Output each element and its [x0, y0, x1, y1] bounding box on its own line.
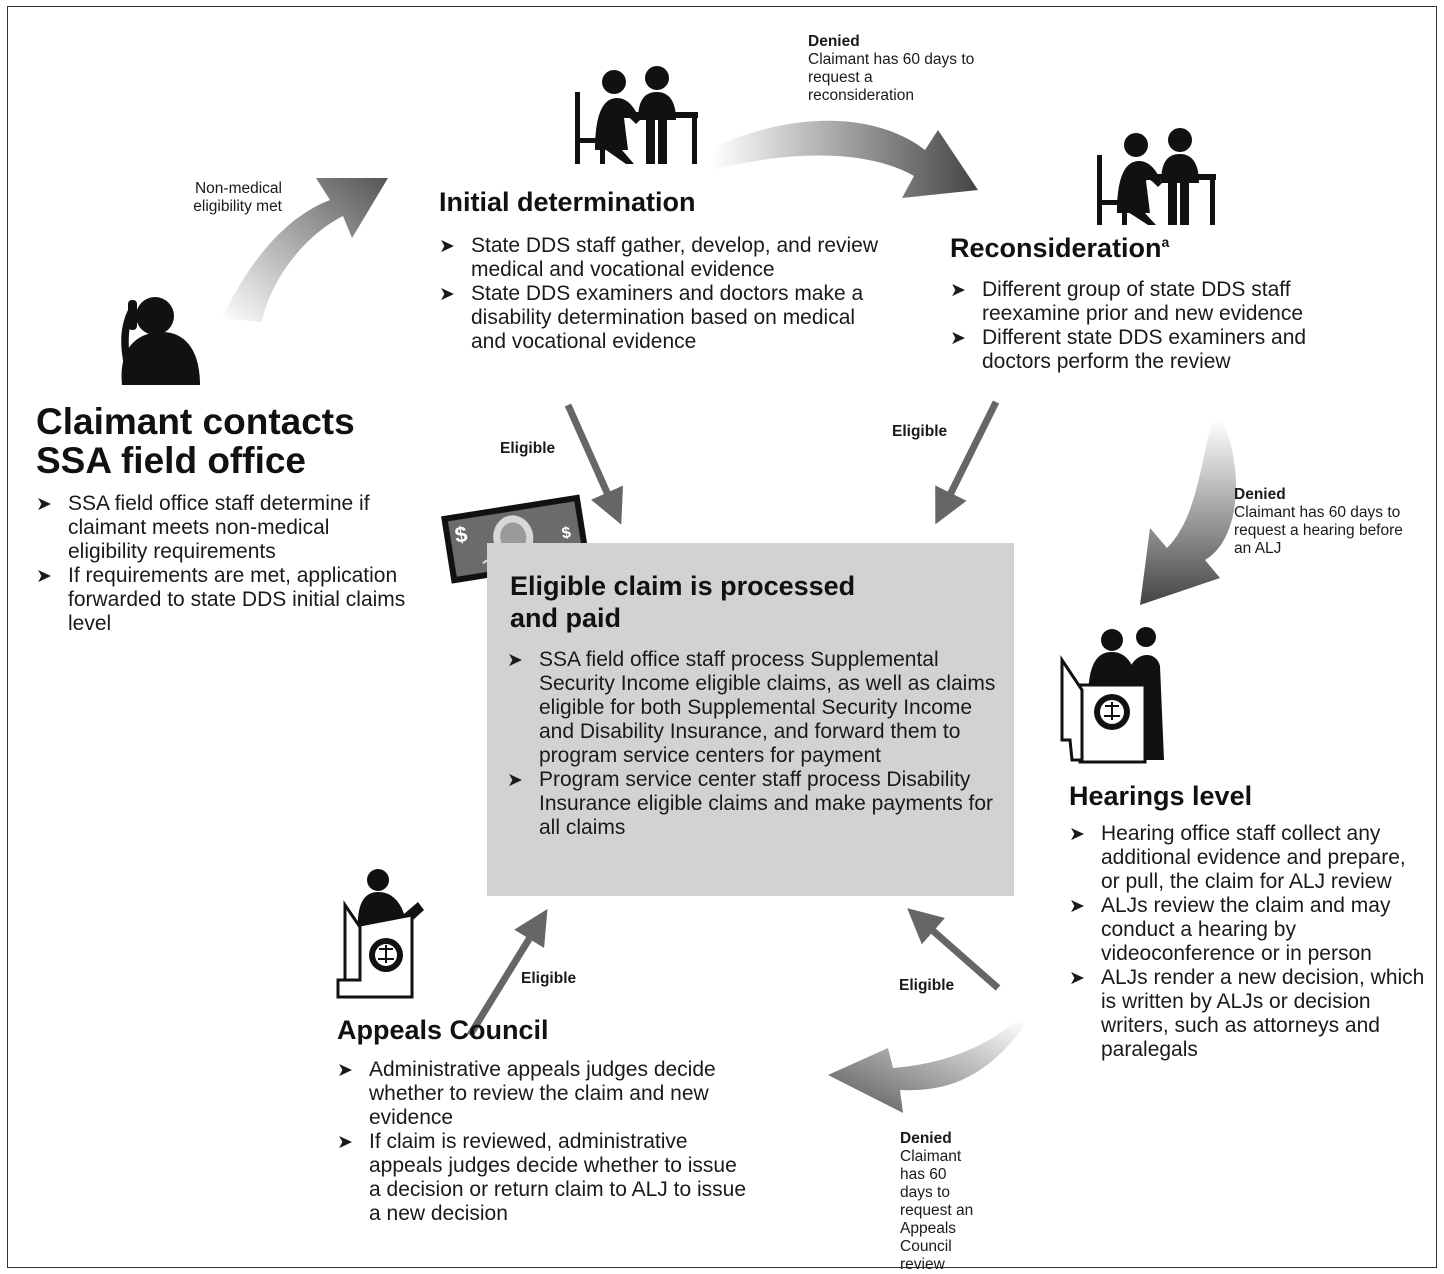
- claimant-bullets: SSA field office staff determine if clai…: [36, 492, 406, 636]
- claim-paid-title-line1: Eligible claim is processed: [510, 571, 856, 601]
- denied-hearing-note: Denied Claimant has 60 days to request a…: [1234, 486, 1414, 558]
- claimant-bullet: SSA field office staff determine if clai…: [36, 492, 406, 564]
- recon-footnote-marker: a: [1161, 234, 1170, 250]
- recon-bullet: Different state DDS examiners and doctor…: [950, 326, 1370, 374]
- denied-recon-note: Denied Claimant has 60 days to request a…: [808, 33, 978, 105]
- eligible-label-appeals: Eligible: [521, 970, 577, 987]
- eligible-label-initial: Eligible: [500, 440, 556, 457]
- claim-paid-bullet: SSA field office staff process Supplemen…: [507, 648, 1007, 768]
- initial-bullets: State DDS staff gather, develop, and rev…: [439, 234, 879, 354]
- claimant-title-line1: Claimant contacts: [36, 401, 355, 442]
- claimant-title: Claimant contacts SSA field office: [36, 402, 355, 480]
- denied-appeals-note: Denied Claimant has 60 days to request a…: [900, 1130, 980, 1274]
- claim-paid-bullet: Program service center staff process Dis…: [507, 768, 1007, 840]
- recon-bullets: Different group of state DDS staff reexa…: [950, 278, 1370, 374]
- hearings-bullet: ALJs review the claim and may conduct a …: [1069, 894, 1427, 966]
- appeals-bullet: If claim is reviewed, administrative app…: [337, 1130, 747, 1226]
- flow-arrow-claimant-to-initial: [222, 178, 388, 322]
- podium-judge-icon-appeals: [336, 869, 424, 999]
- eligible-arrow-appeals: [467, 909, 548, 1037]
- eligible-label-recon: Eligible: [892, 423, 948, 440]
- flow-arrow-hearings-to-appeals: [828, 1020, 1025, 1113]
- claim-paid-bullets: SSA field office staff process Supplemen…: [507, 648, 1007, 840]
- hearings-bullet: ALJs render a new decision, which is wri…: [1069, 966, 1427, 1062]
- claimant-title-line2: SSA field office: [36, 440, 307, 481]
- denied-appeals-label: Denied: [900, 1130, 952, 1147]
- denied-hearing-text: Claimant has 60 days to request a hearin…: [1234, 504, 1403, 557]
- recon-bullet: Different group of state DDS staff reexa…: [950, 278, 1370, 326]
- denied-recon-text: Claimant has 60 days to request a recons…: [808, 51, 975, 104]
- denied-recon-label: Denied: [808, 33, 860, 50]
- recon-title-text: Reconsideration: [950, 233, 1162, 263]
- person-phone-icon: [121, 297, 200, 385]
- denied-hearing-label: Denied: [1234, 486, 1286, 503]
- hearings-bullet: Hearing office staff collect any additio…: [1069, 822, 1427, 894]
- claim-paid-title-line2: and paid: [510, 603, 622, 633]
- flow-arrow-initial-to-recon: [712, 120, 978, 198]
- desk-meeting-icon-recon: [1097, 128, 1216, 225]
- flow-arrow-recon-to-hearings: [1140, 420, 1237, 605]
- initial-bullet: State DDS examiners and doctors make a d…: [439, 282, 879, 354]
- appeals-bullets: Administrative appeals judges decide whe…: [337, 1058, 747, 1226]
- eligible-label-hearings: Eligible: [899, 977, 955, 994]
- hearings-bullets: Hearing office staff collect any additio…: [1069, 822, 1427, 1062]
- podium-judge-icon: [1060, 627, 1164, 764]
- hearings-title: Hearings level: [1069, 781, 1253, 811]
- appeals-bullet: Administrative appeals judges decide whe…: [337, 1058, 747, 1130]
- initial-bullet: State DDS staff gather, develop, and rev…: [439, 234, 879, 282]
- recon-title: Reconsiderationa: [950, 232, 1169, 264]
- nonmedical-label: Non-medical eligibility met: [193, 180, 282, 215]
- eligible-arrow-hearings: [907, 908, 1001, 991]
- eligible-arrow-initial: [564, 403, 624, 525]
- eligible-arrow-recon: [935, 400, 1000, 525]
- initial-title: Initial determination: [439, 187, 696, 217]
- appeals-title: Appeals Council: [337, 1015, 549, 1045]
- claim-paid-title: Eligible claim is processed and paid: [510, 570, 855, 634]
- claimant-bullet: If requirements are met, application for…: [36, 564, 406, 636]
- desk-meeting-icon: [575, 66, 698, 164]
- denied-appeals-text: Claimant has 60 days to request an Appea…: [900, 1148, 974, 1273]
